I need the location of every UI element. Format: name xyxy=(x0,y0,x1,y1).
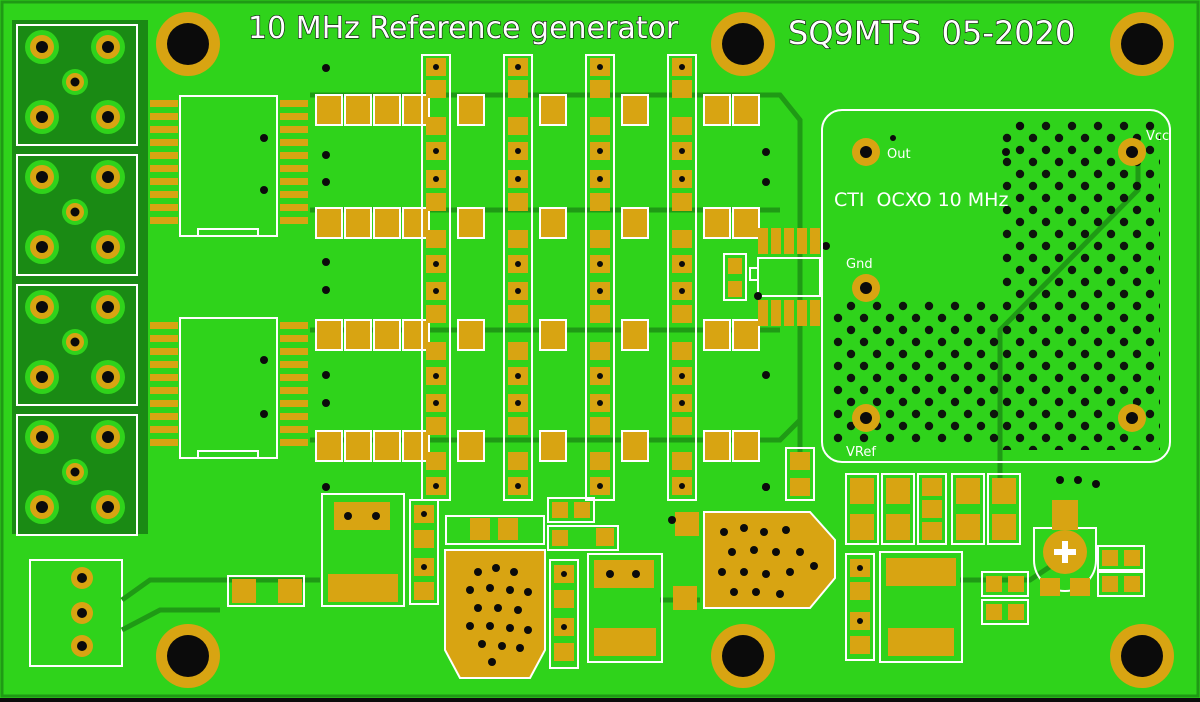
lower-components xyxy=(227,447,1145,679)
ocxo-label: CTI OCXO 10 MHz xyxy=(834,189,1008,211)
pin-label-vref: VRef xyxy=(846,445,876,460)
ocxo-pins xyxy=(852,138,1146,432)
board-author-date: SQ9MTS 05-2020 xyxy=(788,14,1075,52)
ic-u2 xyxy=(150,317,308,459)
board-title: 10 MHz Reference generator xyxy=(248,11,679,46)
plus-icon xyxy=(1054,541,1076,563)
pin-label-gnd: Gnd xyxy=(846,257,873,272)
electrolytic-capacitor xyxy=(1033,476,1100,592)
pin-label-out: Out xyxy=(887,147,911,162)
ocxo-module xyxy=(821,109,1171,463)
ic-u3 xyxy=(723,228,830,326)
ic-u1 xyxy=(150,95,308,237)
component-columns xyxy=(421,54,697,501)
resistor-rows xyxy=(315,94,760,462)
power-connector xyxy=(29,559,123,667)
bnc-footprint xyxy=(16,24,138,146)
output-connectors xyxy=(12,20,148,536)
pin-label-vcc: Vcc xyxy=(1146,129,1169,144)
mounting-holes xyxy=(156,12,1174,688)
